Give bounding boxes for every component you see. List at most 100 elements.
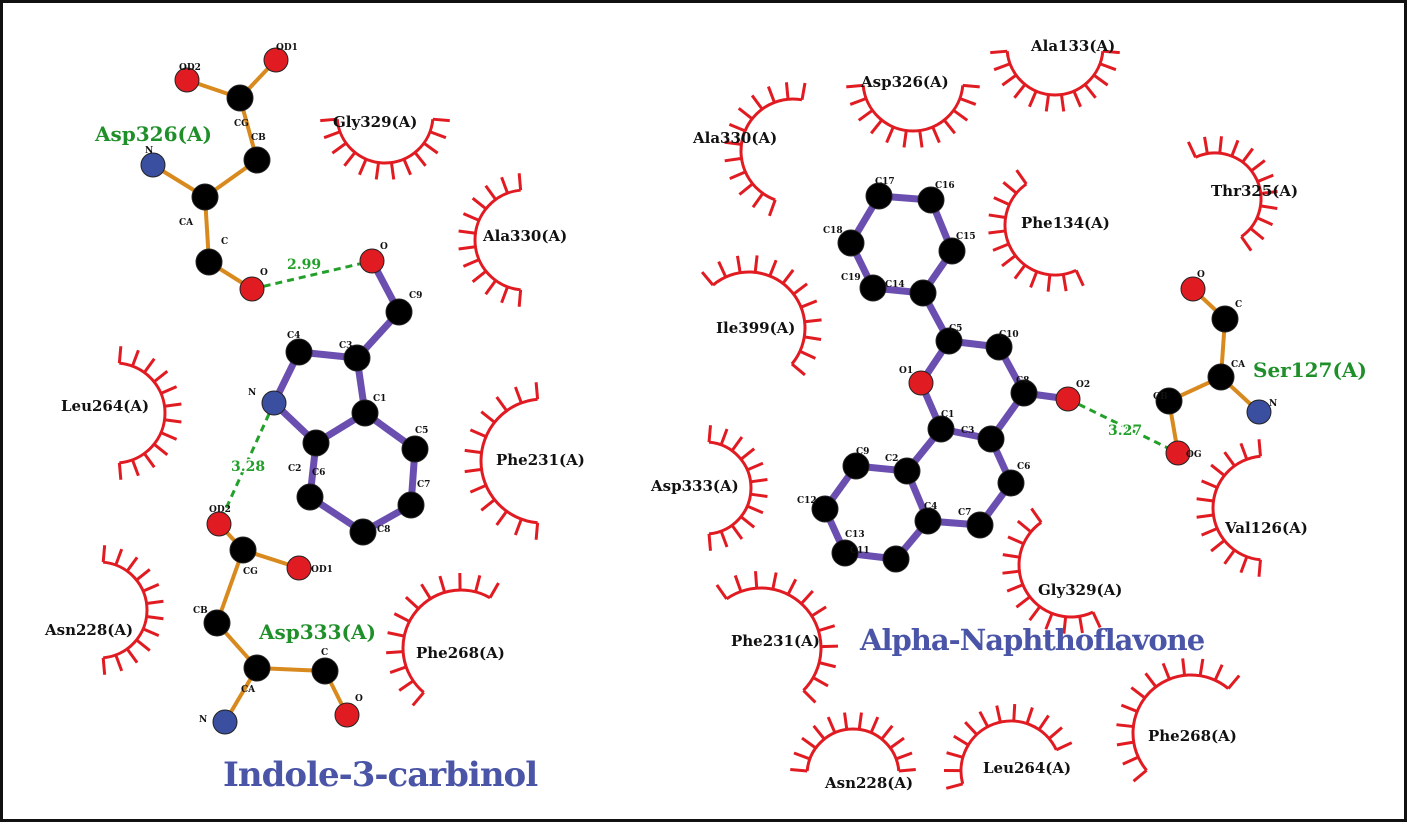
- hydrophobic-spoke: [964, 721, 978, 736]
- atom-label: C3: [339, 341, 352, 351]
- hydrophobic-spoke: [1240, 235, 1253, 252]
- atom-cg: [226, 84, 254, 112]
- atom-cg: [229, 536, 257, 564]
- hydrophobic-spoke: [1013, 83, 1027, 99]
- hydrophobic-contact-val126a: [1196, 439, 1262, 577]
- hydrophobic-contact-ala133a: [990, 49, 1120, 112]
- hydrophobic-spoke: [802, 689, 817, 704]
- atom-c14: [909, 279, 937, 307]
- hydrophobic-spoke: [1015, 169, 1028, 185]
- hydrophobic-contact-ala330a: [724, 82, 807, 217]
- atom-c: [311, 657, 339, 685]
- hydrogen-bond: [217, 402, 276, 525]
- hydrophobic-spoke: [869, 119, 883, 135]
- hydrophobic-spoke: [114, 548, 124, 566]
- atom-c2: [302, 429, 330, 457]
- hydrophobic-spoke: [101, 657, 107, 675]
- atom-label: OD1: [276, 43, 298, 53]
- hydrophobic-spoke: [387, 631, 405, 638]
- hydrophobic-spoke: [818, 661, 837, 669]
- atom-c16: [917, 186, 945, 214]
- hydrophobic-spoke: [753, 255, 759, 273]
- hydrophobic-arc: [959, 719, 1058, 785]
- hydrophobic-spoke: [1002, 181, 1018, 195]
- hydrophobic-spoke: [464, 467, 482, 474]
- hydrophobic-spoke: [142, 583, 160, 593]
- hydrophobic-spoke: [1001, 254, 1017, 268]
- hydrophobic-spoke: [751, 192, 765, 209]
- hydrophobic-spoke: [1007, 535, 1025, 546]
- atom-n: [212, 709, 238, 735]
- atom-label: CG: [243, 567, 258, 577]
- hydrophobic-spoke: [513, 386, 523, 404]
- hydrophobic-contact-ala330a: [458, 173, 523, 307]
- atom-label: C: [1235, 300, 1242, 310]
- atom-c: [195, 248, 223, 276]
- hydrophobic-spoke: [1025, 707, 1034, 725]
- hydrophobic-spoke: [1092, 73, 1109, 87]
- hydrophobic-spoke: [931, 126, 941, 144]
- hydrophobic-arc: [725, 586, 823, 692]
- hydrophobic-spoke: [1218, 136, 1223, 154]
- hydrophobic-contact-gly329a: [1002, 507, 1102, 634]
- hydrophobic-spoke: [1102, 49, 1120, 55]
- hydrophobic-spoke: [117, 462, 123, 480]
- hydrophobic-spoke: [918, 130, 924, 148]
- hydrophobic-spoke: [1132, 769, 1148, 783]
- atom-c8: [349, 518, 377, 546]
- hydrophobic-spoke: [792, 282, 808, 296]
- hydrophobic-spoke: [429, 130, 447, 140]
- hydrophobic-residue-label: Phe268(A): [1148, 727, 1237, 745]
- hydrophobic-spoke: [142, 627, 160, 637]
- hydrophobic-spoke: [386, 650, 404, 655]
- hydrogen-bond: [1067, 397, 1179, 455]
- hydrophobic-spoke: [817, 624, 836, 633]
- hydrophobic-spoke: [484, 184, 497, 201]
- atom-label: N: [145, 146, 153, 156]
- atom-label: CA: [179, 218, 194, 228]
- hydrophobic-spoke: [534, 522, 540, 540]
- atom-label: N: [199, 715, 207, 725]
- hydrophobic-spoke: [1061, 274, 1068, 292]
- hydrophobic-spoke: [733, 574, 743, 592]
- hydrophobic-spoke: [534, 382, 540, 400]
- atom-label: C14: [885, 280, 905, 290]
- hydrophobic-spoke: [131, 349, 140, 367]
- hydrophobic-contact-leu264a: [117, 346, 182, 480]
- hydrophobic-spoke: [810, 605, 827, 618]
- hydrophobic-spoke: [484, 279, 497, 296]
- hydrophobic-spoke: [1001, 73, 1018, 87]
- hydrophobic-residue-label: Ala330(A): [482, 227, 567, 245]
- atom-label: C3: [961, 426, 974, 436]
- hydrophobic-arc: [861, 85, 965, 133]
- hydrophobic-spoke: [398, 679, 415, 692]
- hydrophobic-residue-label: Leu264(A): [61, 397, 149, 415]
- hydrophobic-spoke: [962, 83, 980, 89]
- hydrophobic-spoke: [953, 734, 970, 747]
- atom-label: N: [248, 388, 256, 398]
- hydrophobic-spoke: [799, 349, 817, 360]
- hydrophobic-spoke: [1256, 173, 1274, 183]
- hydrophobic-spoke: [857, 712, 863, 730]
- hydrophobic-spoke: [993, 196, 1010, 206]
- hydrophobic-spoke: [462, 258, 480, 268]
- atom-od1: [263, 47, 289, 73]
- atom-od2: [174, 67, 200, 93]
- hydrophobic-residue-label: Asp333(A): [650, 477, 739, 495]
- hydrophobic-spoke: [517, 173, 523, 191]
- hydrophobic-spoke: [715, 584, 728, 600]
- hydrophobic-spoke: [389, 665, 407, 674]
- hydrophobic-contact-phe231a: [464, 382, 540, 540]
- hydrophobic-spoke: [1241, 147, 1254, 164]
- hydrophobic-spoke: [781, 269, 795, 285]
- atom-o: [239, 276, 265, 302]
- hydrophobic-spoke: [750, 94, 764, 111]
- atom-c6: [296, 483, 324, 511]
- atom-label: C4: [924, 502, 937, 512]
- hydrophobic-spoke: [843, 712, 849, 730]
- hydrophobic-spoke: [1203, 136, 1209, 154]
- hydrophobic-spoke: [1048, 726, 1063, 740]
- hydrophobic-spoke: [1196, 497, 1214, 503]
- atom-label: O2: [1076, 380, 1090, 390]
- atom-c4: [285, 338, 313, 366]
